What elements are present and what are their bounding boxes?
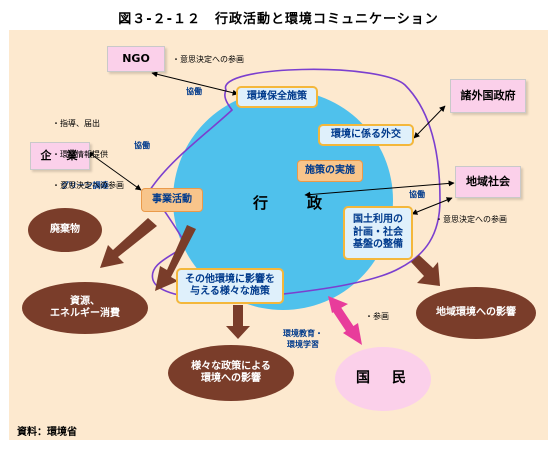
community-box[interactable]: 地域社会 [455, 166, 521, 198]
cooperation-label-community: 協働 [409, 190, 425, 199]
arrow-company-business [87, 151, 142, 191]
arrow-to-waste [100, 218, 157, 268]
citizens-ellipse[interactable]: 国 民 [335, 347, 431, 411]
ngo-note: ・意思決定への参画 [172, 55, 244, 64]
government-label: 行 政 [253, 194, 335, 212]
land-use-box[interactable]: 国土利用の 計画・社会 基盤の整備 [343, 206, 413, 260]
arrow-community-government [304, 180, 455, 198]
env-education-label: 環境教育・ 環境学習 [283, 328, 323, 350]
green-procurement-label: グリーン調達 [61, 181, 109, 190]
company-box[interactable]: 企 業 [30, 142, 90, 170]
policy-impact-ellipse: 様々な政策による 環境への影響 [168, 345, 294, 401]
cooperation-label-company: 協働 [134, 141, 150, 150]
policy-implementation-box[interactable]: 施策の実施 [297, 160, 363, 182]
ngo-box[interactable]: NGO [107, 46, 165, 72]
resources-line-2: エネルギー消費 [50, 308, 120, 319]
arrow-community-landuse [411, 197, 453, 215]
arrow-ngo-conservation [151, 71, 239, 96]
land-use-line-1: 国土利用の [353, 214, 403, 226]
resources-line-1: 資源、 [70, 295, 100, 307]
land-use-line-2: 計画・社会 [353, 226, 403, 238]
env-conservation-box[interactable]: 環境保全施策 [236, 86, 318, 108]
foreign-government-box[interactable]: 諸外国政府 [450, 79, 526, 113]
other-measures-line-1: その他環境に影響を [185, 273, 275, 285]
source-note: 資料：環境省 [17, 427, 77, 438]
land-use-line-3: 基盤の整備 [353, 239, 403, 251]
policy-impact-line-1: 様々な政策による [191, 360, 271, 372]
other-measures-line-2: 与える様々な施策 [190, 286, 270, 297]
env-diplomacy-box[interactable]: 環境に係る外交 [318, 124, 414, 146]
arrow-foreign-diplomacy [413, 105, 446, 139]
arrow-government-citizens [328, 296, 362, 345]
company-note-line-3: ・意思決定への参画 [52, 181, 124, 191]
company-note-line-1: ・指導、届出 [52, 118, 100, 128]
business-activity-box[interactable]: 事業活動 [141, 188, 203, 212]
env-education-line-2: 環境学習 [287, 340, 319, 349]
resources-ellipse: 資源、 エネルギー消費 [22, 282, 148, 334]
waste-ellipse: 廃棄物 [28, 208, 102, 252]
regional-impact-ellipse: 地域環境への影響 [416, 287, 536, 339]
citizen-note: ・参画 [365, 312, 389, 321]
community-note: ・意思決定への参画 [435, 215, 507, 224]
company-note: ・指導、届出 ・環境情報提供 ・意思決定への参画 [52, 98, 124, 202]
env-education-line-1: 環境教育・ [283, 329, 323, 338]
arrow-to-policy-impact [226, 305, 250, 339]
cooperation-label-ngo: 協働 [186, 87, 202, 96]
company-note-line-2: ・環境情報提供 [52, 149, 108, 159]
arrow-to-regional-impact [411, 255, 440, 286]
policy-impact-line-2: 環境への影響 [201, 373, 261, 384]
figure-title: 図３-２-１２ 行政活動と環境コミュニケーション [118, 12, 439, 27]
other-measures-box[interactable]: その他環境に影響を 与える様々な施策 [176, 268, 284, 304]
arrow-to-resources [155, 225, 196, 291]
